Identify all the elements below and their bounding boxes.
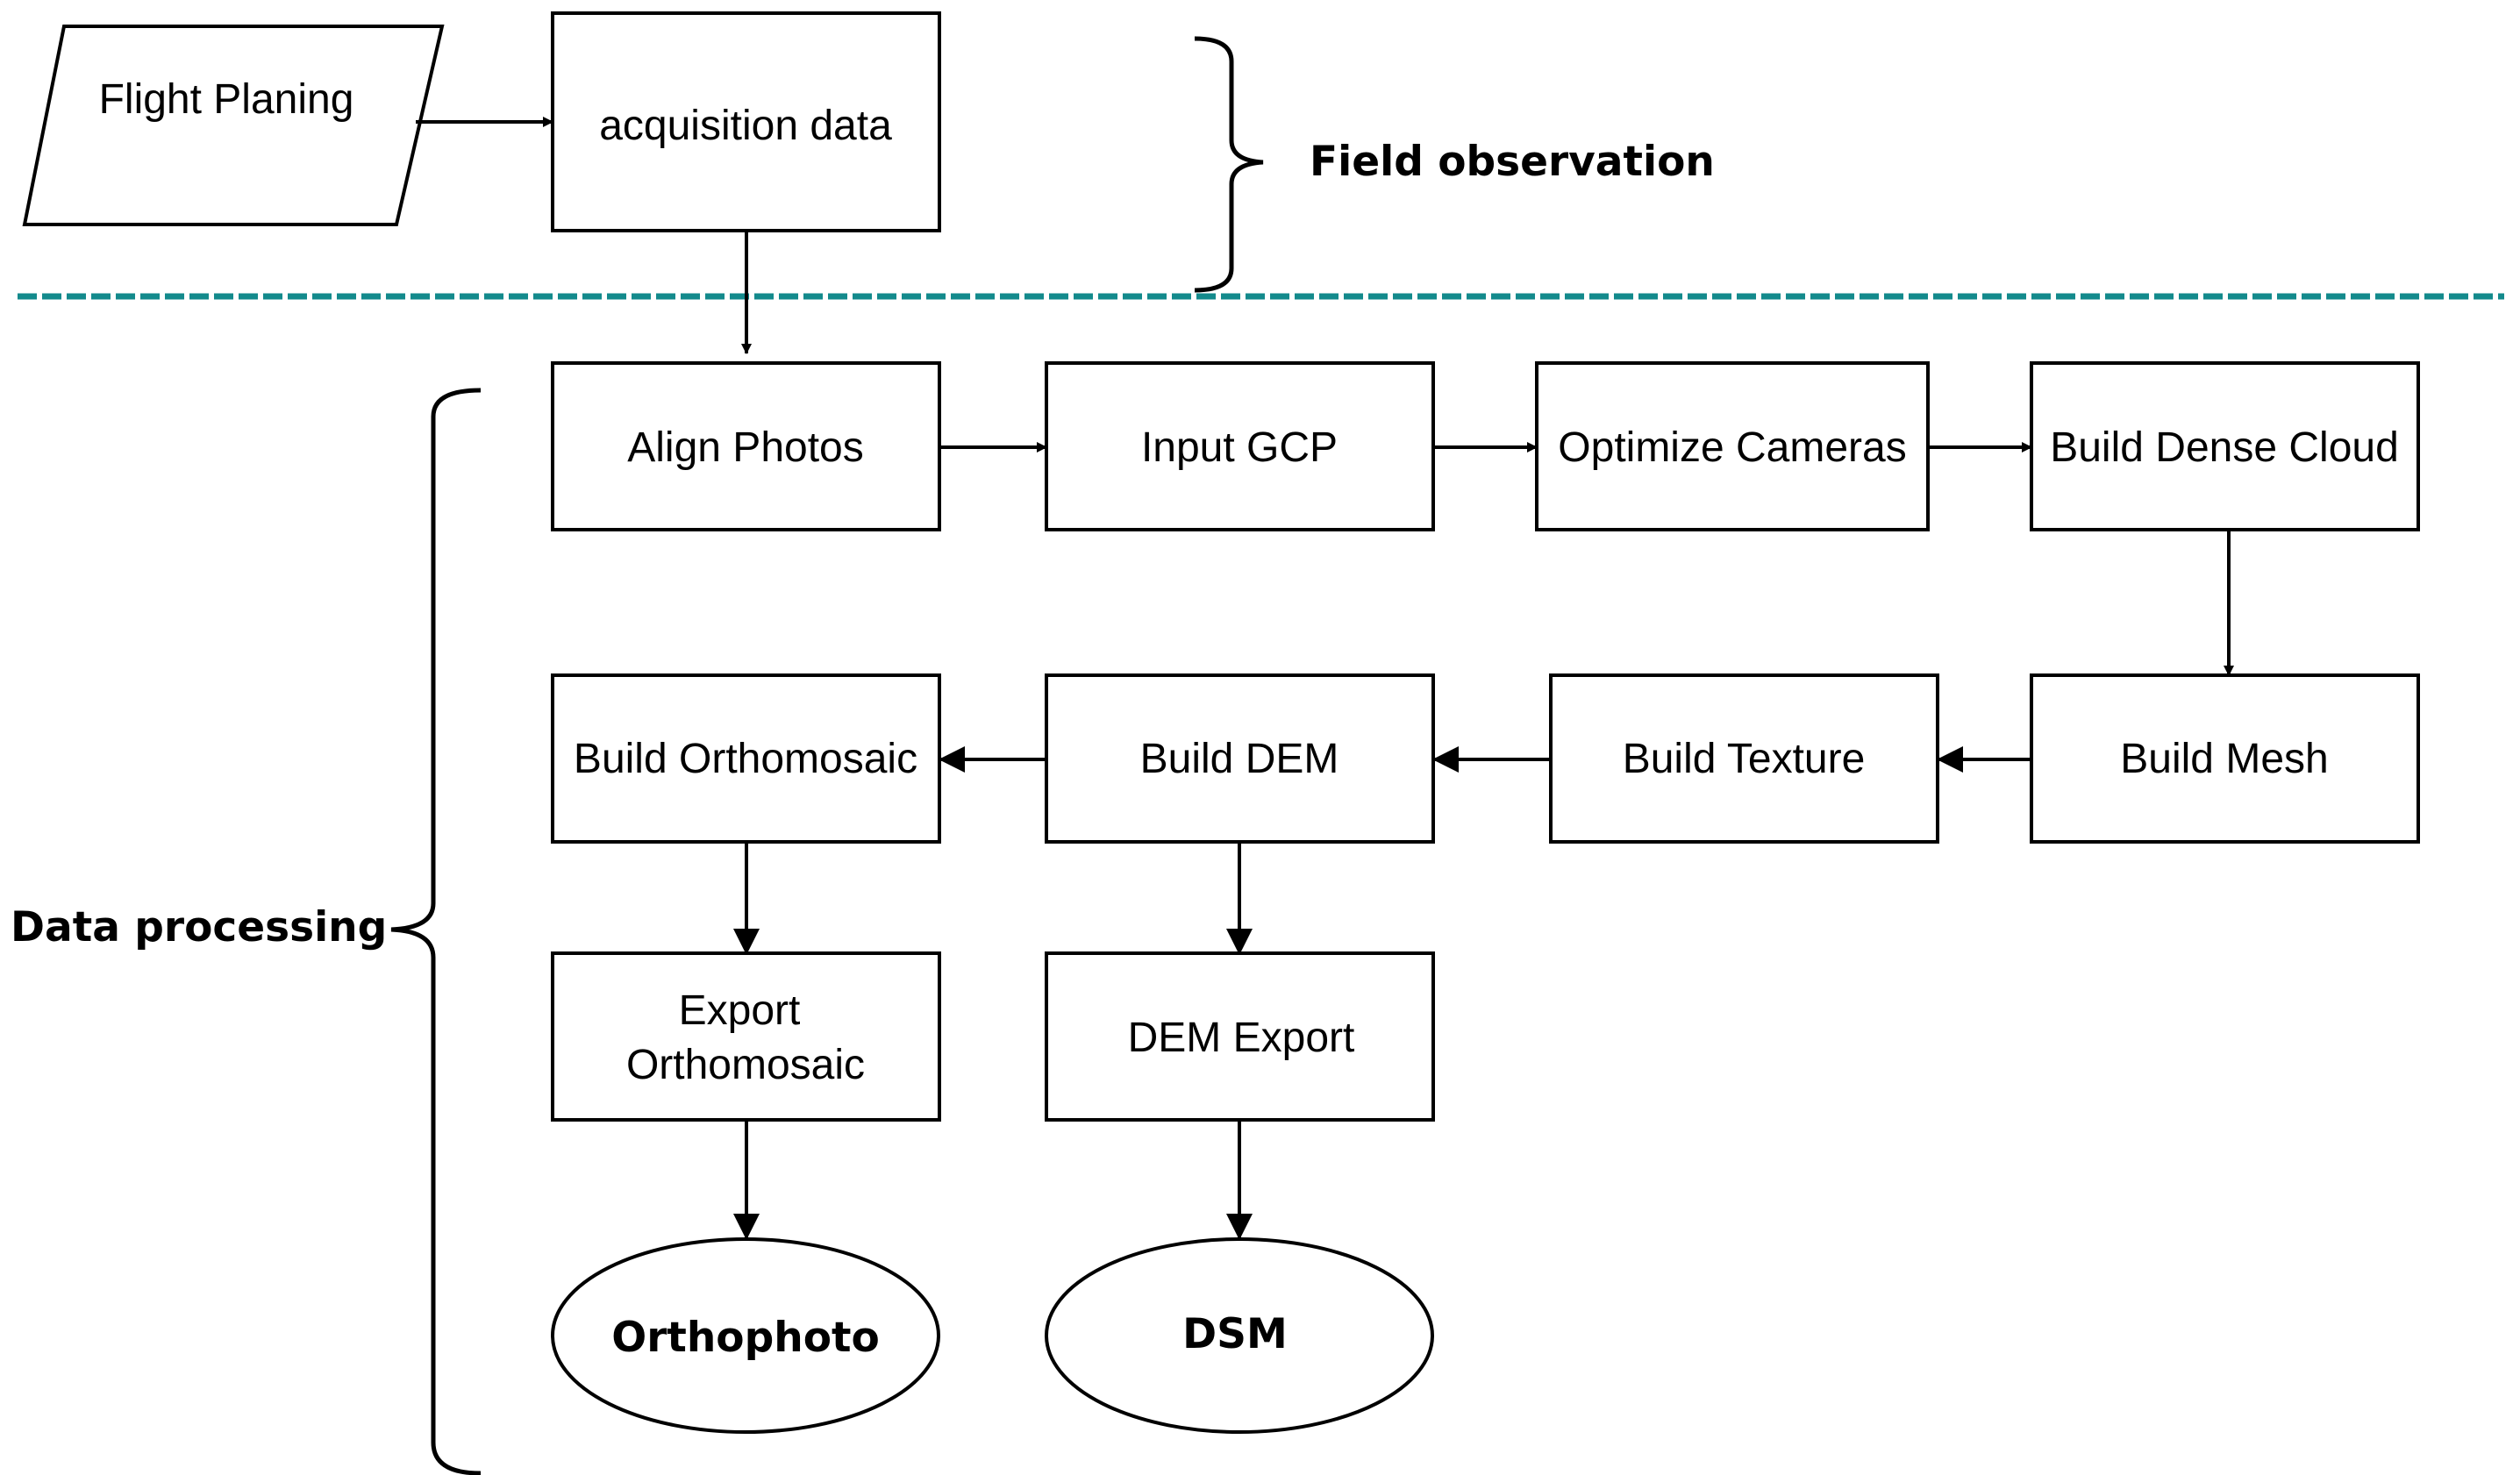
build-orthomosaic-label: Build Orthomosaic xyxy=(574,736,917,782)
dem-export-label: DEM Export xyxy=(1128,1015,1355,1061)
optimize-cameras-node: Optimize Cameras xyxy=(1535,361,1930,531)
input-gcp-label: Input GCP xyxy=(1141,424,1338,471)
acquisition-data-label: acquisition data xyxy=(599,103,892,149)
build-dense-cloud-label: Build Dense Cloud xyxy=(2050,424,2399,471)
align-photos-label: Align Photos xyxy=(627,424,864,471)
build-texture-node: Build Texture xyxy=(1549,673,1939,844)
build-mesh-label: Build Mesh xyxy=(2120,736,2328,782)
export-orthomosaic-label-line1: Export xyxy=(679,987,801,1034)
orthophoto-label: Orthophoto xyxy=(611,1314,880,1362)
dsm-label: DSM xyxy=(1182,1310,1288,1358)
data-processing-brace xyxy=(390,388,482,1475)
orthophoto-node: Orthophoto xyxy=(551,1237,940,1434)
align-photos-node: Align Photos xyxy=(551,361,941,531)
field-observation-label: Field observation xyxy=(1310,138,1715,186)
build-orthomosaic-node: Build Orthomosaic xyxy=(551,673,941,844)
optimize-cameras-label: Optimize Cameras xyxy=(1558,424,1906,471)
dsm-node: DSM xyxy=(1045,1237,1434,1434)
build-texture-label: Build Texture xyxy=(1623,736,1866,782)
build-mesh-node: Build Mesh xyxy=(2030,673,2420,844)
dem-export-node: DEM Export xyxy=(1045,951,1435,1122)
build-dense-cloud-node: Build Dense Cloud xyxy=(2030,361,2420,531)
export-orthomosaic-node: Export Orthomosaic xyxy=(551,951,941,1122)
export-orthomosaic-label-line2: Orthomosaic xyxy=(626,1042,865,1088)
build-dem-node: Build DEM xyxy=(1045,673,1435,844)
data-processing-label: Data processing xyxy=(11,903,387,951)
flight-planing-label: Flight Planing xyxy=(99,76,354,123)
build-dem-label: Build DEM xyxy=(1140,736,1339,782)
input-gcp-node: Input GCP xyxy=(1045,361,1435,531)
field-observation-brace xyxy=(1194,36,1264,293)
flight-planing-node: Flight Planing xyxy=(22,25,445,226)
acquisition-data-node: acquisition data xyxy=(551,11,941,232)
